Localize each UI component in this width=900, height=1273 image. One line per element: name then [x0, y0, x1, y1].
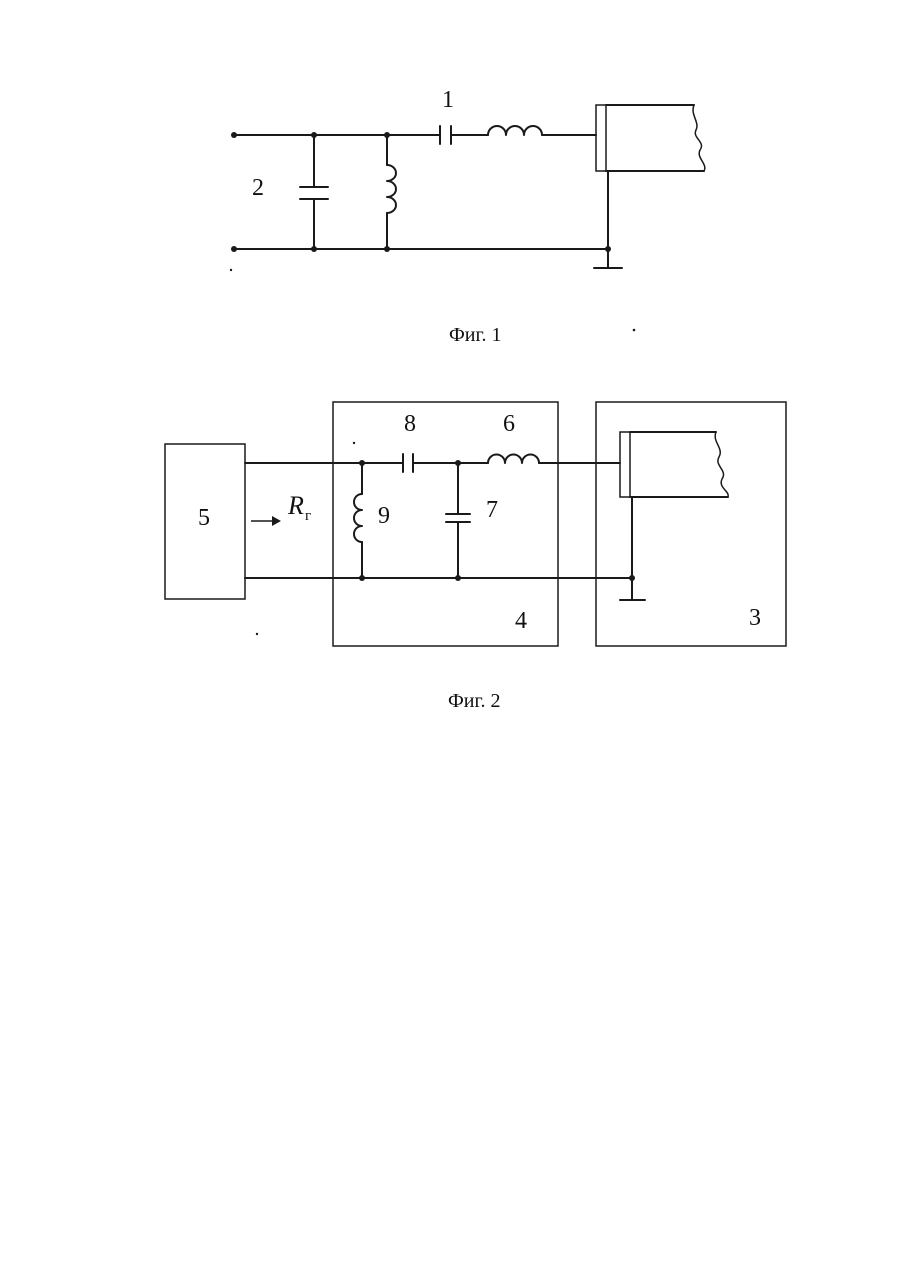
fig2-label-7: 7	[486, 497, 498, 523]
fig1-label-2: 2	[252, 175, 264, 201]
fig1-shunt-inductor	[387, 135, 396, 249]
fig2-label-6: 6	[503, 411, 515, 437]
fig2-label-9: 9	[378, 503, 390, 529]
fig1-shunt-capacitor	[300, 135, 328, 249]
figure-2: 5 R г 4 3 9 8	[165, 402, 786, 712]
fig1-label-1: 1	[442, 87, 454, 113]
fig1-caption: Фиг. 1	[449, 324, 501, 346]
fig2-series-inductor	[488, 455, 620, 464]
fig2-label-8: 8	[404, 411, 416, 437]
fig2-shunt-capacitor	[446, 463, 470, 578]
fig2-resistance-symbol: R	[287, 491, 304, 520]
fig1-series-capacitor	[440, 126, 488, 144]
fig2-label-4: 4	[515, 608, 527, 634]
figure-1: 1 2 Фиг. 1	[230, 87, 705, 346]
fig2-label-5: 5	[198, 505, 210, 531]
fig2-transducer	[620, 432, 728, 600]
fig2-resistance-subscript: г	[305, 508, 311, 524]
fig2-caption: Фиг. 2	[448, 690, 500, 712]
fig2-series-capacitor	[403, 454, 488, 472]
fig1-series-inductor	[488, 126, 596, 135]
fig2-resistance-arrow	[251, 516, 281, 526]
fig2-label-3: 3	[749, 605, 761, 631]
fig2-shunt-inductor	[354, 463, 362, 578]
fig1-transducer	[596, 105, 705, 268]
